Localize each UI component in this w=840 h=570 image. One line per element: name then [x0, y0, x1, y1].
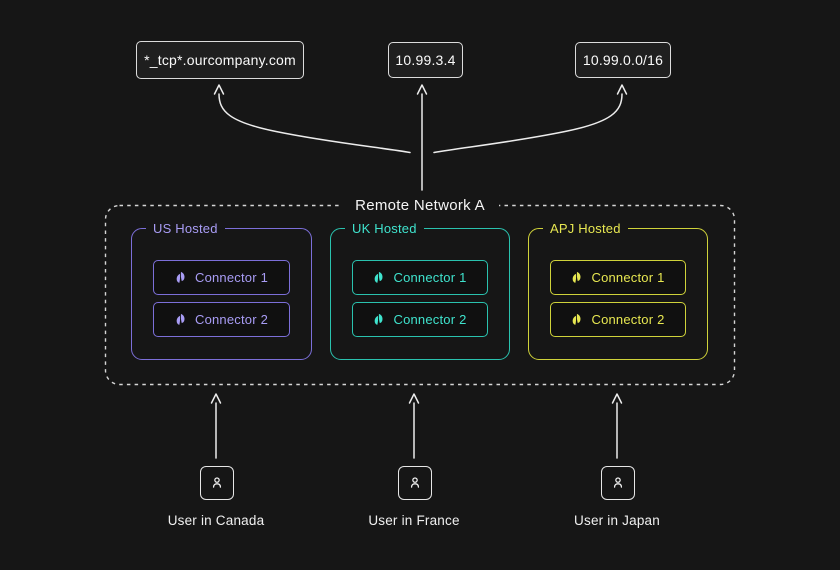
user-canada-arrowhead: [210, 393, 222, 404]
destination-cidr: 10.99.0.0/16: [575, 42, 671, 78]
us-connector-1-label: Connector 1: [194, 270, 269, 285]
uk-connector-2: Connector 2: [352, 302, 488, 337]
destination-domain: *_tcp*.ourcompany.com: [136, 41, 304, 79]
user-canada-label: User in Canada: [167, 513, 265, 528]
apj-connector-2-label: Connector 2: [591, 312, 665, 327]
user-japan-label: User in Japan: [574, 513, 660, 528]
leaf-icon: [573, 313, 581, 325]
group-uk-hosted-label: UK Hosted: [345, 219, 424, 238]
uk-connector-1: Connector 1: [352, 260, 488, 295]
leaf-icon: [176, 313, 185, 325]
us-connector-2: Connector 2: [153, 302, 290, 337]
uk-connector-1-label: Connector 1: [393, 270, 467, 285]
user-canada-box: [200, 466, 234, 500]
group-uk-hosted: UK Hosted Connector 1 Connector 2: [330, 219, 510, 360]
destination-ip: 10.99.3.4: [388, 42, 463, 78]
leaf-icon: [573, 271, 581, 283]
group-us-hosted-label: US Hosted: [146, 219, 225, 238]
leaf-icon: [176, 271, 185, 283]
apj-connector-1: Connector 1: [550, 260, 686, 295]
person-icon: [613, 477, 623, 488]
leaf-icon: [375, 271, 383, 283]
group-us-hosted: US Hosted Connector 1 Connector 2: [131, 219, 312, 360]
arrowhead-left-destination: [213, 84, 225, 95]
uk-connector-2-label: Connector 2: [393, 312, 467, 327]
us-connector-2-label: Connector 2: [194, 312, 269, 327]
person-icon: [410, 477, 420, 488]
arrowhead-middle-destination: [416, 84, 428, 95]
user-france-box: [398, 466, 432, 500]
person-icon: [212, 477, 222, 488]
arrowhead-right-destination: [616, 84, 628, 95]
user-japan-arrowhead: [611, 393, 623, 404]
apj-connector-2: Connector 2: [550, 302, 686, 337]
leaf-icon: [375, 313, 383, 325]
branch-left: [218, 93, 411, 154]
us-connector-1: Connector 1: [153, 260, 290, 295]
apj-connector-1-label: Connector 1: [591, 270, 665, 285]
user-france-arrowhead: [408, 393, 420, 404]
branch-right: [433, 93, 623, 154]
user-japan-box: [601, 466, 635, 500]
group-apj-hosted: APJ Hosted Connector 1 Connector 2: [528, 219, 708, 360]
user-france-label: User in France: [368, 513, 460, 528]
group-apj-hosted-label: APJ Hosted: [543, 219, 628, 238]
